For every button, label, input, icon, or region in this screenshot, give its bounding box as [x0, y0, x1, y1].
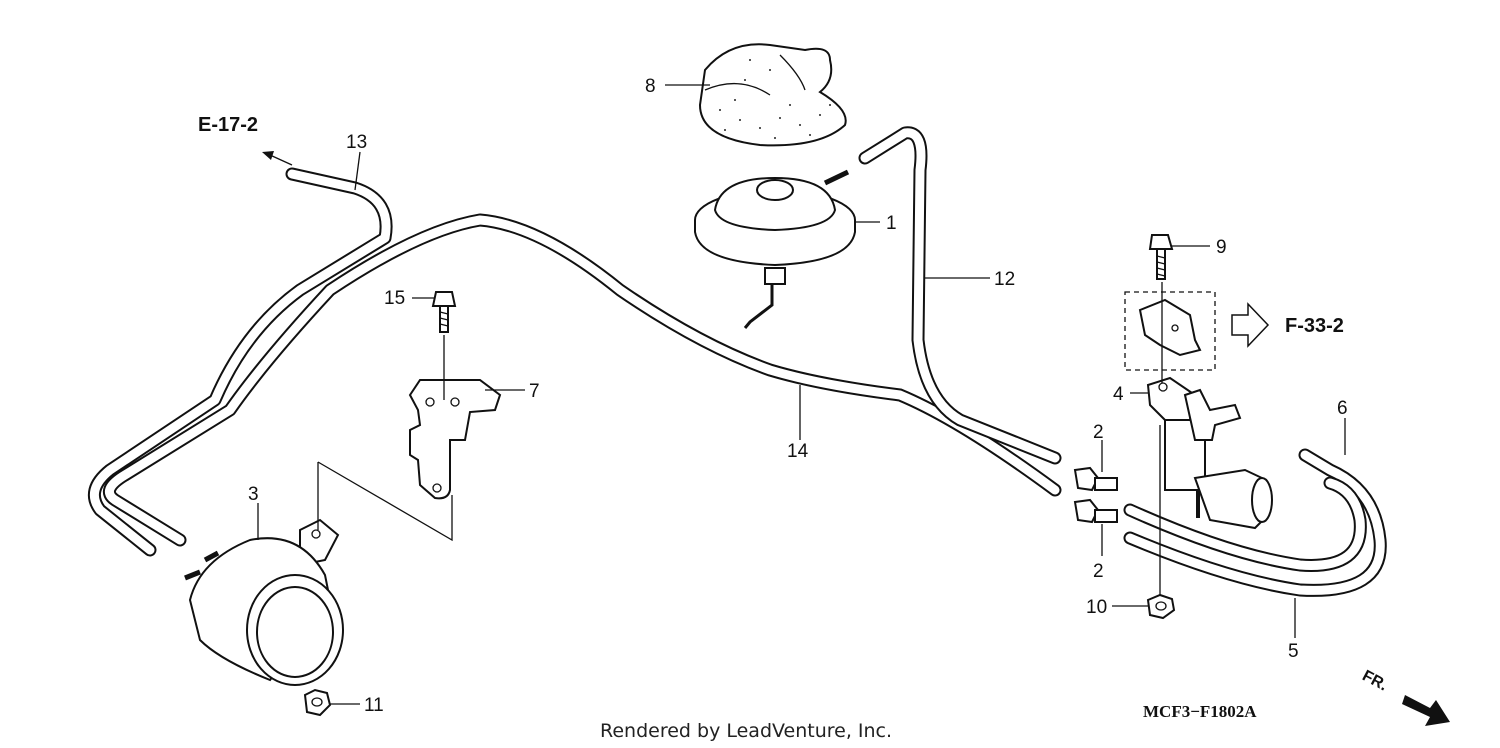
callout-9: 9: [1216, 237, 1227, 258]
callout-2-lower: 2: [1093, 561, 1104, 582]
callout-13: 13: [346, 132, 367, 153]
callout-14: 14: [787, 441, 809, 462]
part-7-bracket: [408, 379, 502, 500]
part-4-solenoid: [1146, 376, 1273, 530]
part-3-canister: [184, 518, 344, 686]
tube-5: [1123, 448, 1387, 597]
part-10-nut: [1146, 593, 1176, 620]
callout-2-upper: 2: [1093, 422, 1104, 443]
part-1-valve: [694, 169, 856, 329]
front-direction-arrow-icon: [1402, 695, 1450, 726]
tube-13: [87, 167, 393, 557]
tube-12: [858, 126, 1062, 465]
bracket-box: [1124, 291, 1216, 371]
arrow-left-up-icon: [262, 151, 293, 166]
callout-12: 12: [994, 269, 1015, 290]
part-8-cover: [698, 43, 847, 147]
part-9-bolt: [1148, 234, 1174, 280]
callout-7: 7: [529, 381, 540, 402]
part-15-bolt: [431, 291, 457, 333]
tube-6: [1123, 476, 1367, 572]
tube-14: [103, 213, 1062, 547]
callout-3: 3: [248, 484, 259, 505]
callout-8: 8: [645, 76, 656, 97]
reference-e-17-2: E-17-2: [198, 114, 258, 136]
credit-text: Rendered by LeadVenture, Inc.: [600, 720, 892, 742]
front-direction-label: FR.: [1359, 667, 1390, 694]
part-2-fitting-upper: [1073, 466, 1118, 492]
callout-10: 10: [1086, 597, 1107, 618]
callout-6: 6: [1337, 398, 1348, 419]
reference-f-33-2: F-33-2: [1285, 315, 1344, 337]
callout-5: 5: [1288, 641, 1299, 662]
part-11-nut: [303, 688, 332, 717]
figure-code: MCF3−F1802A: [1143, 702, 1257, 721]
callout-15: 15: [384, 288, 405, 309]
callout-numbers: 1 2 2 3 4 5 6 7 8 9 10 11 12 13 14 15: [248, 76, 1348, 716]
leader-lines: [257, 84, 1346, 705]
hollow-arrow-right-icon: [1231, 302, 1270, 348]
callout-4: 4: [1113, 384, 1124, 405]
callout-11: 11: [364, 695, 384, 716]
callout-1: 1: [886, 213, 897, 234]
part-2-fitting-lower: [1073, 498, 1118, 524]
